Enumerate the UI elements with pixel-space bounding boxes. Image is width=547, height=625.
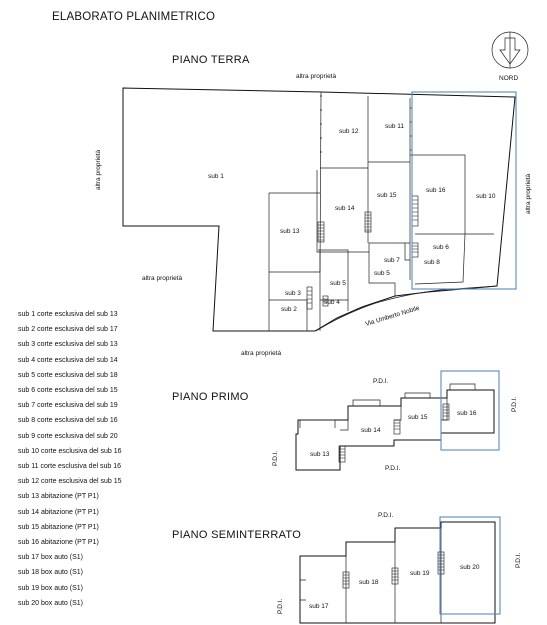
ground-outline xyxy=(122,87,516,332)
ground-sub-5: sub 5 xyxy=(330,280,346,287)
legend-item: sub 12 corte esclusiva del sub 15 xyxy=(18,478,122,486)
ground-sub-10: sub 10 xyxy=(476,193,496,200)
legend-item: sub 5 corte esclusiva del sub 18 xyxy=(18,371,118,379)
ground-sub-1: sub 1 xyxy=(208,173,224,180)
basement-plan xyxy=(299,516,501,624)
legend-item: sub 3 corte esclusiva del sub 13 xyxy=(18,341,118,349)
ground-altra-right: altra proprietà xyxy=(525,174,532,214)
first-pdi-left: P.D.I. xyxy=(272,450,279,466)
legend-item: sub 18 box auto (S1) xyxy=(18,569,83,577)
legend-item: sub 13 abitazione (PT P1) xyxy=(18,493,99,501)
legend-item: sub 8 corte esclusiva del sub 16 xyxy=(18,417,118,425)
ground-sub-12: sub 12 xyxy=(339,128,359,135)
highlight-basement xyxy=(439,516,501,615)
ground-sub-11: sub 11 xyxy=(385,123,404,130)
first-sub-13: sub 13 xyxy=(310,451,330,458)
ground-floor-plan xyxy=(122,87,517,332)
legend-item: sub 9 corte esclusiva del sub 20 xyxy=(18,432,118,440)
ground-sub-14: sub 14 xyxy=(335,205,355,212)
ground-sub-3: sub 3 xyxy=(285,290,301,297)
legend-item: sub 7 corte esclusiva del sub 19 xyxy=(18,402,118,410)
highlight-first xyxy=(440,370,500,451)
legend-item: sub 17 box auto (S1) xyxy=(18,554,83,562)
ground-sub-16: sub 16 xyxy=(426,187,446,194)
highlight-ground xyxy=(411,91,517,290)
ground-sub-5b: sub 5 xyxy=(374,270,390,277)
first-sub-16: sub 16 xyxy=(457,410,477,417)
legend-item: sub 4 corte esclusiva del sub 14 xyxy=(18,356,118,364)
heading-piano-terra: PIANO TERRA xyxy=(172,54,250,66)
ground-sub-13: sub 13 xyxy=(280,228,300,235)
basement-sub-19: sub 19 xyxy=(410,570,430,577)
legend: sub 1 corte esclusiva del sub 13 sub 2 c… xyxy=(18,307,122,611)
legend-item: sub 10 corte esclusiva del sub 16 xyxy=(18,447,122,455)
basement-sub-20: sub 20 xyxy=(460,564,480,571)
ground-sub-8: sub 8 xyxy=(424,259,440,266)
legend-item: sub 2 corte esclusiva del sub 17 xyxy=(18,326,118,334)
legend-item: sub 6 corte esclusiva del sub 15 xyxy=(18,387,118,395)
legend-item: sub 15 abitazione (PT P1) xyxy=(18,523,99,531)
heading-piano-seminterrato: PIANO SEMINTERRATO xyxy=(172,529,302,541)
page-title: ELABORATO PLANIMETRICO xyxy=(52,11,216,23)
basement-pdi-top: P.D.I. xyxy=(378,512,394,519)
legend-item: sub 1 corte esclusiva del sub 13 xyxy=(18,311,118,318)
ground-altra-left: altra proprietà xyxy=(95,150,102,190)
legend-item: sub 16 abitazione (PT P1) xyxy=(18,539,99,547)
basement-pdi-left: P.D.I. xyxy=(277,598,284,614)
compass-label: NORD xyxy=(499,75,518,82)
ground-sub-15: sub 15 xyxy=(377,192,397,199)
legend-item: sub 19 box auto (S1) xyxy=(18,584,83,592)
first-sub-14: sub 14 xyxy=(361,427,381,434)
legend-item: sub 11 corte esclusiva del sub 16 xyxy=(18,463,121,471)
heading-piano-primo: PIANO PRIMO xyxy=(172,391,249,403)
first-pdi-top: P.D.I. xyxy=(373,378,389,385)
first-pdi-right: P.D.I. xyxy=(511,396,518,412)
legend-item: sub 14 abitazione (PT P1) xyxy=(18,508,99,516)
first-sub-15: sub 15 xyxy=(408,414,428,421)
basement-sub-17: sub 17 xyxy=(309,603,329,610)
ground-altra-bottom: altra proprietà xyxy=(241,350,281,357)
basement-sub-18: sub 18 xyxy=(359,579,379,586)
basement-pdi-right: P.D.I. xyxy=(515,552,522,568)
ground-sub-6: sub 6 xyxy=(433,244,449,251)
north-arrow-icon xyxy=(491,31,529,69)
ground-sub-7: sub 7 xyxy=(384,257,400,264)
ground-street-label: Via Umberto Nobile xyxy=(365,305,421,328)
ground-altra-midleft: altra proprietà xyxy=(142,275,182,282)
ground-sub-2: sub 2 xyxy=(281,306,297,313)
ground-sub-4: sub 4 xyxy=(324,299,340,306)
ground-altra-top: altra proprietà xyxy=(296,73,336,80)
first-floor-plan xyxy=(295,370,500,471)
first-pdi-bottom: P.D.I. xyxy=(385,465,401,472)
legend-item: sub 20 box auto (S1) xyxy=(18,599,83,607)
